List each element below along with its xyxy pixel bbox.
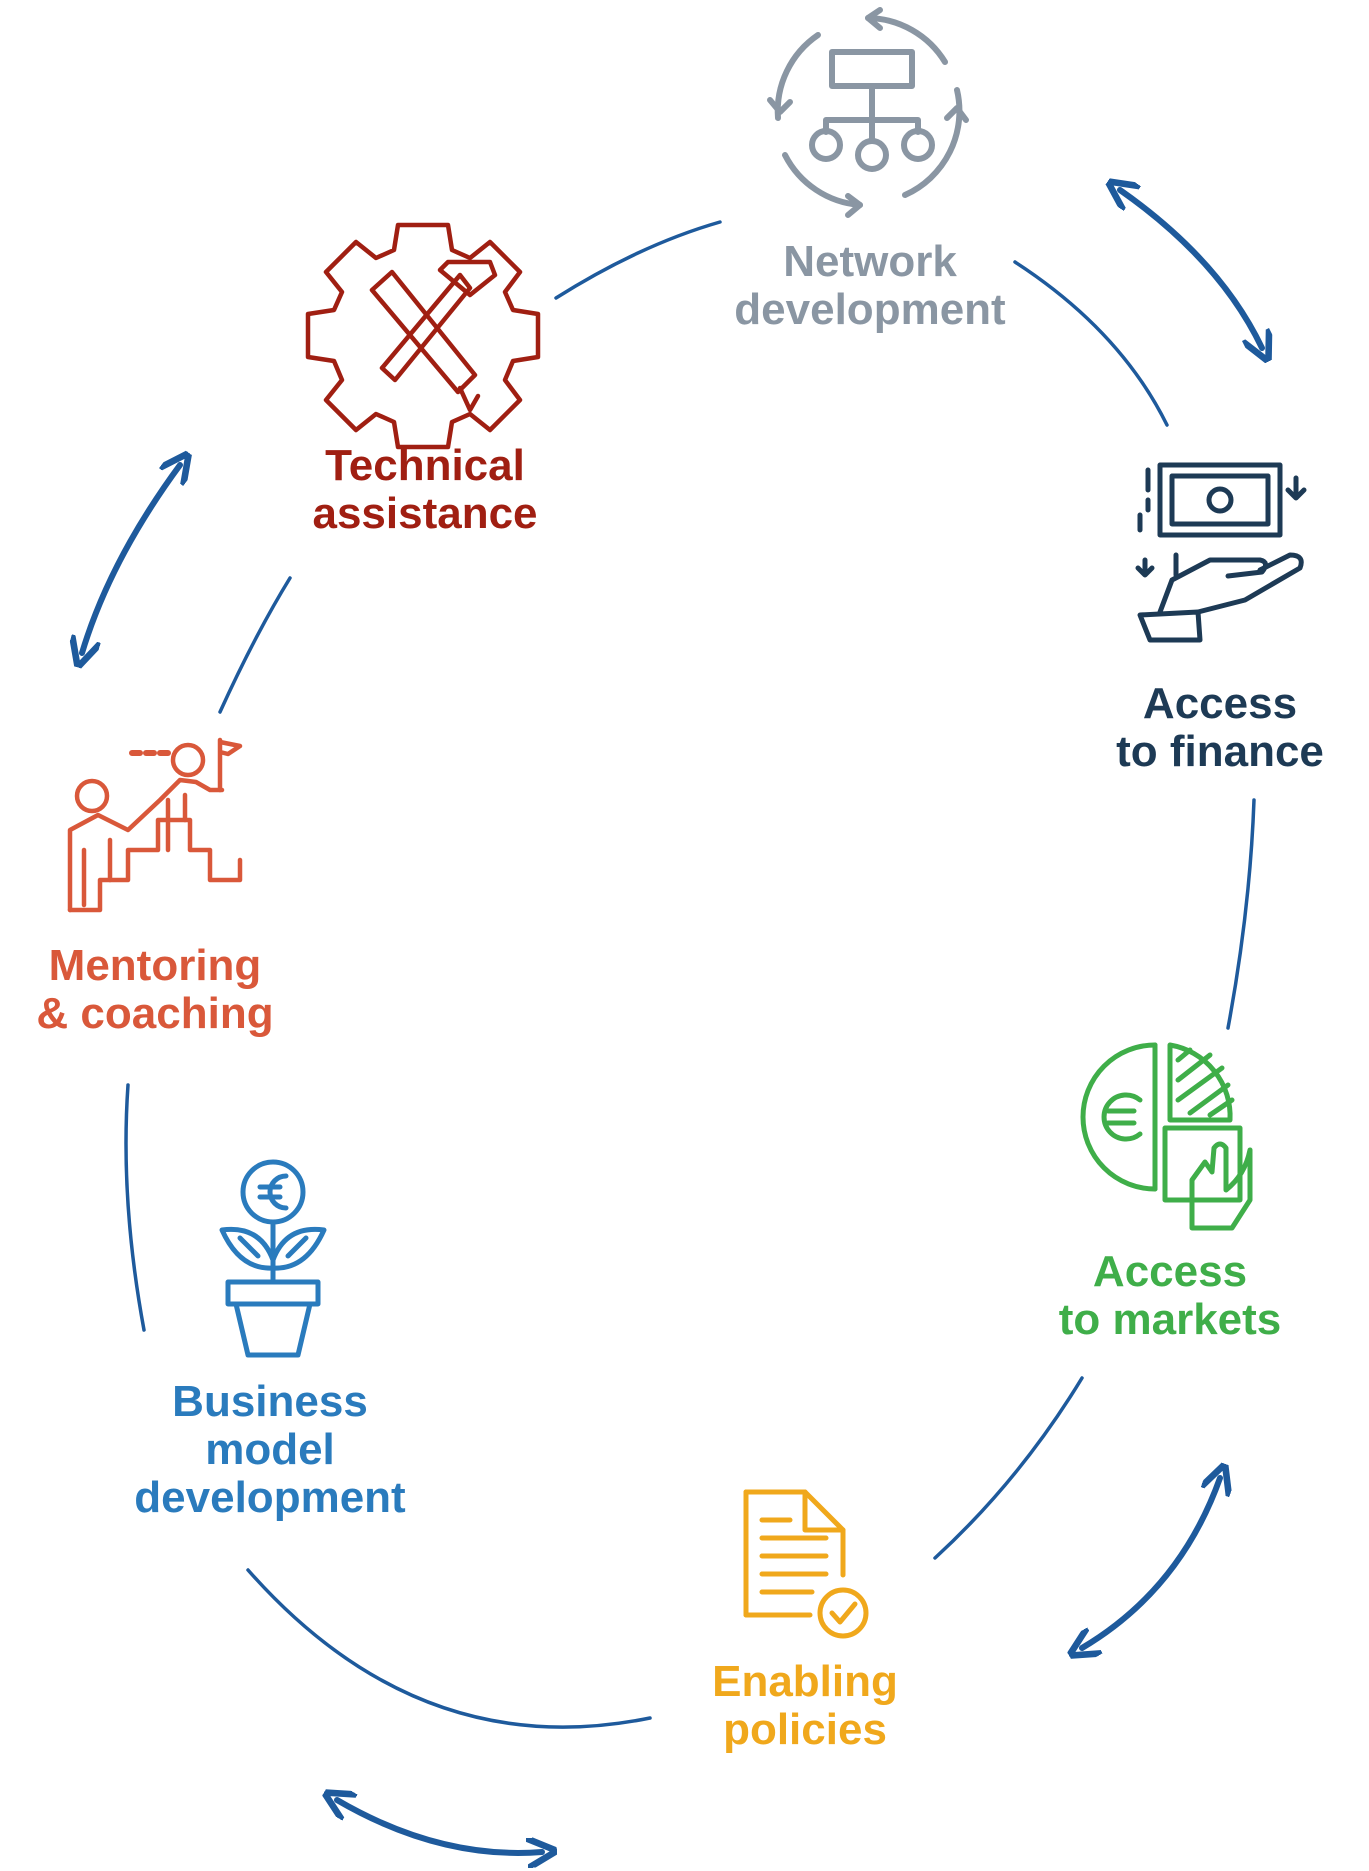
business-model-development-label: Business model development — [105, 1378, 435, 1522]
gear-tools-icon — [305, 222, 541, 450]
label-line: & coaching — [36, 989, 274, 1038]
double-arrow-bottom-right — [1082, 1478, 1220, 1648]
label-line: development — [734, 285, 1006, 334]
double-arrow-top-right — [1120, 190, 1262, 348]
connector-technical-network — [554, 220, 722, 300]
euro-plant-icon — [219, 1159, 327, 1358]
label-line: to finance — [1116, 727, 1324, 776]
label-line: development — [134, 1473, 406, 1522]
network-development-label: Network development — [700, 238, 1040, 334]
label-line: to markets — [1058, 1295, 1282, 1344]
access-to-finance-label: Access to finance — [1080, 680, 1360, 776]
connector-business-mentoring — [124, 1083, 146, 1332]
label-line: Access — [1092, 1247, 1248, 1296]
label-line: Network — [783, 237, 957, 286]
cycle-connectors — [124, 220, 1256, 1729]
label-line: Business — [172, 1377, 368, 1426]
label-line: model — [205, 1425, 335, 1474]
connector-markets-policies — [933, 1376, 1084, 1560]
label-line: Mentoring — [48, 941, 262, 990]
label-line: Enabling — [712, 1657, 898, 1706]
access-to-markets-label: Access to markets — [1030, 1248, 1310, 1344]
connector-finance-markets — [1226, 798, 1256, 1030]
label-line: Technical — [325, 441, 525, 490]
enabling-policies-label: Enabling policies — [675, 1658, 935, 1754]
mentor-stairs-icon — [67, 737, 243, 913]
label-line: assistance — [312, 489, 538, 538]
technical-assistance-label: Technical assistance — [275, 442, 575, 538]
double-arrows — [82, 190, 1262, 1853]
mentoring-coaching-label: Mentoring & coaching — [10, 942, 300, 1038]
connector-policies-business — [246, 1568, 652, 1729]
document-check-icon — [743, 1489, 869, 1639]
euro-pie-chart-icon — [1080, 1042, 1253, 1231]
hand-money-icon — [1135, 462, 1307, 643]
network-hierarchy-icon — [767, 7, 969, 218]
double-arrow-bottom — [337, 1800, 542, 1853]
connector-mentoring-technical — [218, 576, 292, 714]
label-line: policies — [723, 1705, 887, 1754]
label-line: Access — [1142, 679, 1298, 728]
double-arrow-left — [82, 465, 180, 653]
